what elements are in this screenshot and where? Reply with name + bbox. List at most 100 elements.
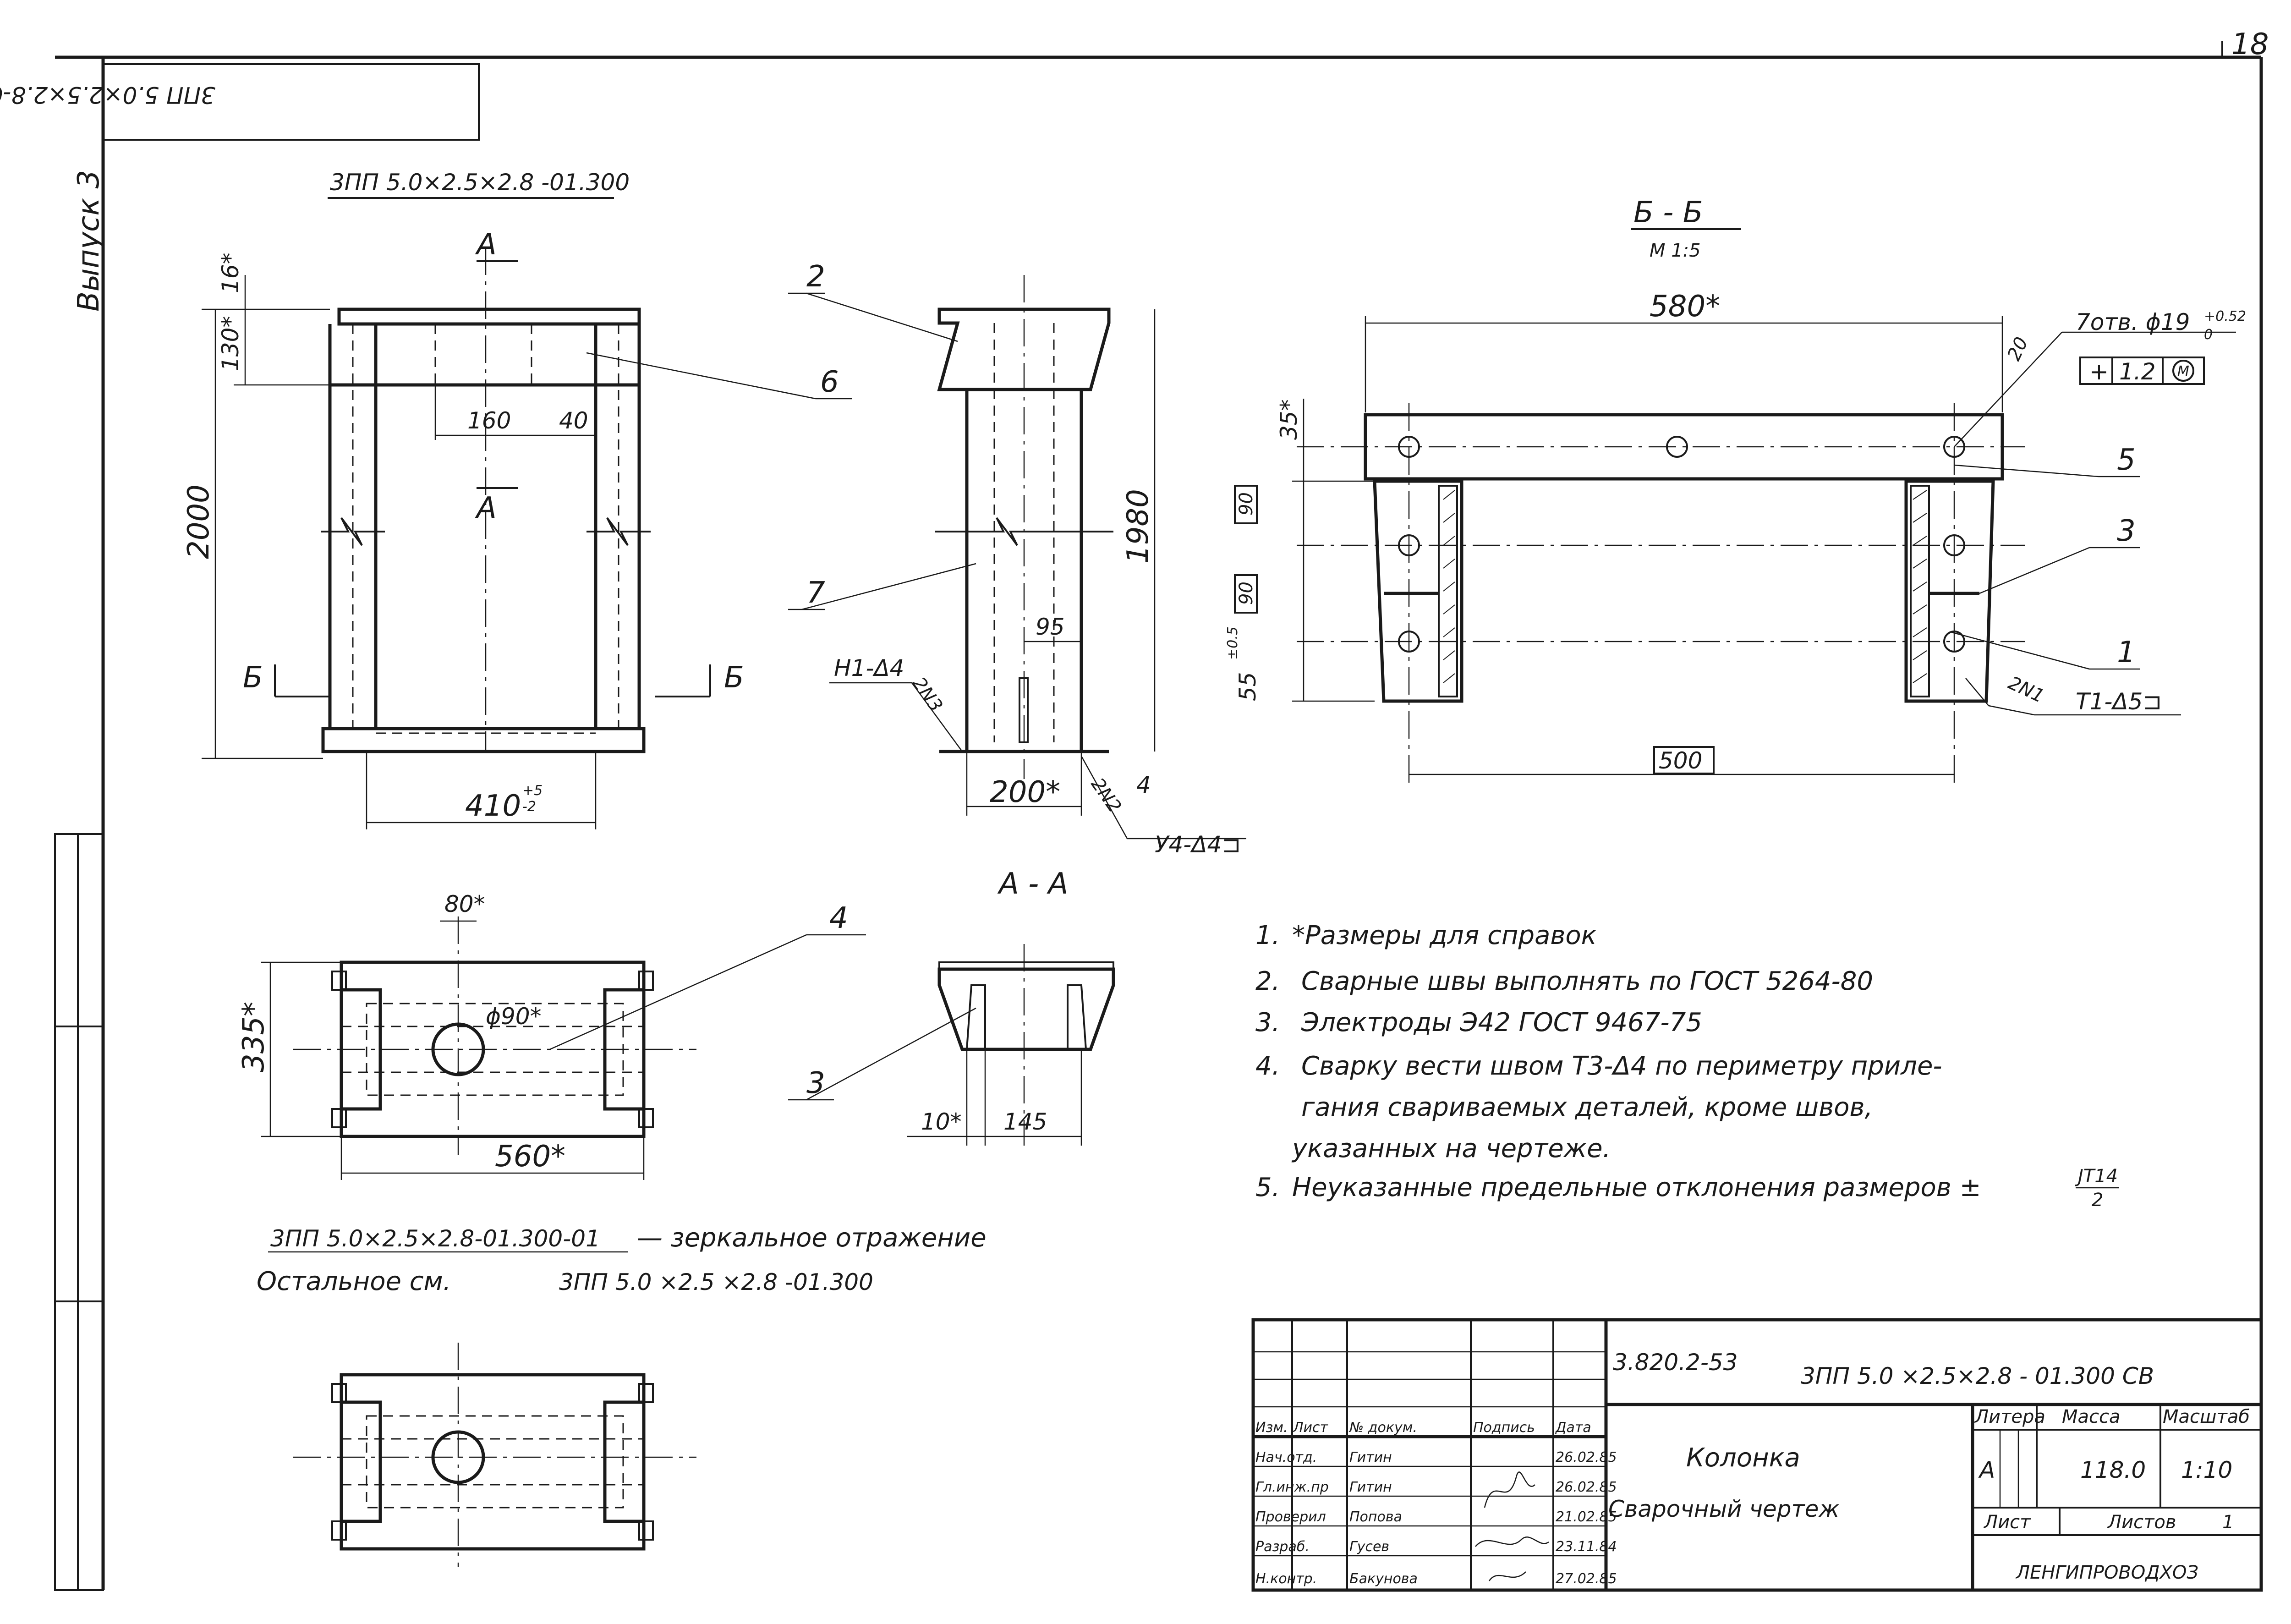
callout-4: 4 (829, 901, 848, 935)
tb-header-list: Лист (1293, 1420, 1329, 1436)
holes-tol-lower: 0 (2204, 327, 2213, 343)
tb-row4-date: 23.11.84 (1556, 1539, 1617, 1555)
dim-500-frame (1653, 746, 1715, 774)
tb-header-sign: Подпись (1473, 1420, 1535, 1436)
tb-row5-date: 27.02.85 (1556, 1571, 1617, 1587)
tb-sheet-label: Лист (1983, 1512, 2031, 1533)
note-2-num: 2. (1255, 966, 1280, 996)
tb-project-code: 3.820.2-53 (1613, 1349, 1738, 1376)
dim-20: 20 (2003, 334, 2032, 364)
dim-35: 35* (1276, 399, 1302, 440)
signature-1 (1484, 1471, 1535, 1508)
tb-row2-name: Гитин (1349, 1479, 1392, 1495)
tb-scale-header: Масштаб (2163, 1406, 2250, 1427)
tb-row4-role: Разраб. (1255, 1539, 1310, 1555)
dim-55: 55 (1234, 672, 1261, 701)
tb-header-doc: № докум. (1348, 1420, 1417, 1436)
note-5-num: 5. (1255, 1173, 1280, 1202)
tb-row3-date: 21.02.85 (1556, 1509, 1617, 1525)
weld-2n1: 2N1 (2005, 672, 2048, 707)
tb-sheets-label: Листов (2107, 1512, 2176, 1533)
holes-label: 7отв. ϕ19 (2076, 309, 2190, 335)
dim-10: 10* (921, 1108, 962, 1135)
tb-sheets-value: 1 (2222, 1512, 2234, 1533)
weld-u4: У4-Δ4⊐ (1155, 831, 1241, 858)
tb-header-date: Дата (1555, 1420, 1591, 1436)
tb-mass-header: Масса (2062, 1406, 2121, 1427)
dim-55-tol: ±0.5 (1225, 626, 1241, 660)
dim-4: 4 (1136, 772, 1151, 798)
dim-1980: 1980 (1121, 489, 1155, 564)
tb-subname: Сварочный чертеж (1608, 1496, 1839, 1522)
dim-90-a: 90 (1236, 492, 1257, 516)
note-1-num: 1. (1255, 921, 1280, 950)
weld-t1: Т1-Δ5⊐ (2076, 688, 2162, 715)
tb-stage-header: Литера (1974, 1406, 2045, 1427)
tb-header-izm: Изм. (1255, 1420, 1288, 1436)
note-4-cont-1: гания свариваемых деталей, кроме швов, (1301, 1092, 1873, 1122)
tb-row5-role: Н.контр. (1255, 1571, 1317, 1587)
tolerance-frame (2079, 357, 2205, 385)
dim-90-dia: ϕ90* (486, 1003, 542, 1030)
note-4-cont-2: указанных на чертеже. (1291, 1134, 1611, 1163)
dim-90-b: 90 (1236, 582, 1257, 605)
tb-row1-name: Гитин (1349, 1449, 1392, 1465)
note-1-text: *Размеры для справок (1292, 921, 1597, 950)
tb-row5-name: Бакунова (1349, 1571, 1418, 1587)
dim-145: 145 (1003, 1108, 1047, 1135)
main-front-view: 3ПП 5.0×2.5×2.8 -01.300 А А Б Б (182, 169, 852, 829)
note-5-denominator: 2 (2092, 1190, 2103, 1211)
main-view-title: 3ПП 5.0×2.5×2.8 -01.300 (330, 169, 630, 196)
tb-row4-name: Гусев (1349, 1539, 1389, 1555)
callout-7: 7 (806, 576, 825, 610)
section-aa-title: А - А (997, 867, 1068, 901)
callout-1: 1 (2117, 636, 2136, 669)
page-number: 18 (2231, 27, 2269, 61)
tol-frame-value: 1.2 (2119, 358, 2156, 385)
rest-code: 3ПП 5.0 ×2.5 ×2.8 -01.300 (559, 1269, 873, 1295)
section-bb: Б - Б М 1:5 (1225, 196, 2246, 784)
mirror-plan-view (293, 1343, 696, 1567)
note-5-text: Неуказанные предельные отклонения размер… (1292, 1173, 1981, 1202)
dim-410-tol-upper: +5 (522, 783, 543, 799)
tb-row1-date: 26.02.85 (1556, 1449, 1617, 1465)
note-4-text: Сварку вести швом Т3-Δ4 по периметру при… (1301, 1051, 1942, 1081)
mirror-text: — зеркальное отражение (637, 1223, 987, 1253)
dim-335: 335* (237, 1002, 271, 1072)
callout-6: 6 (820, 365, 839, 399)
dim-160: 160 (467, 407, 511, 434)
note-3-text: Электроды Э42 ГОСТ 9467-75 (1301, 1008, 1702, 1037)
tb-row1-role: Нач.отд. (1255, 1449, 1317, 1465)
notes-block: 1. *Размеры для справок 2. Сварные швы в… (1255, 921, 2119, 1211)
tb-row2-role: Гл.инж.пр (1255, 1479, 1329, 1495)
signature-2 (1475, 1536, 1549, 1547)
variant-notes: 3ПП 5.0×2.5×2.8-01.300-01 — зеркальное о… (257, 1223, 987, 1296)
section-a-mid: А (475, 491, 497, 525)
section-a-top: А (475, 228, 497, 262)
weld-2n2: 2N2 (1087, 774, 1125, 817)
tol-frame-symbol: + (2089, 358, 2109, 385)
dim-500: 500 (1659, 747, 1702, 774)
tb-org: ЛЕНГИПРОВОДХОЗ (2015, 1562, 2198, 1583)
tb-mass: 118.0 (2080, 1457, 2146, 1483)
dim-580: 580* (1650, 290, 1720, 324)
dim-40: 40 (559, 407, 588, 434)
dim-130: 130* (217, 316, 244, 371)
callout-2: 2 (806, 260, 825, 294)
tb-row3-name: Попова (1349, 1509, 1402, 1525)
note-3-num: 3. (1255, 1008, 1280, 1037)
tol-frame-modifier: M (2177, 363, 2189, 379)
section-b-left: Б (243, 661, 263, 695)
tb-row2-date: 26.02.85 (1556, 1479, 1617, 1495)
holes-tol-upper: +0.52 (2204, 308, 2246, 324)
mirror-code: 3ПП 5.0×2.5×2.8-01.300-01 (270, 1225, 600, 1252)
rest-label: Остальное см. (257, 1267, 451, 1296)
section-bb-title: Б - Б (1633, 196, 1703, 230)
callout-3-bb: 3 (2117, 514, 2136, 548)
rotated-stamp-box (102, 63, 480, 141)
issue-label: Выпуск 3 (72, 170, 106, 312)
dim-80: 80* (444, 891, 485, 917)
archive-strip (54, 833, 104, 1591)
